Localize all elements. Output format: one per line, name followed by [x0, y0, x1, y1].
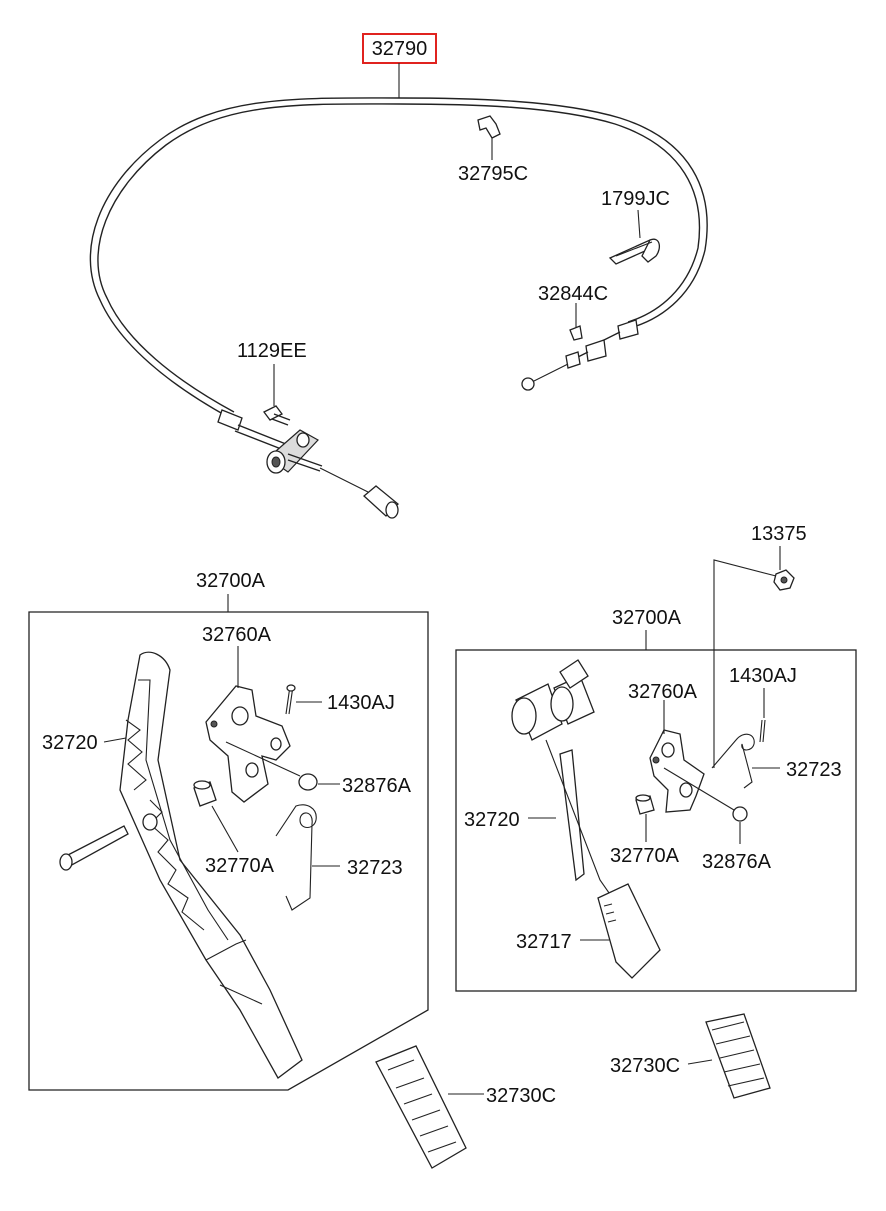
- pedal-arm-left[interactable]: [119, 651, 303, 1079]
- pin-right[interactable]: [759, 719, 766, 743]
- tie-band[interactable]: [608, 238, 661, 265]
- label-bolt[interactable]: 1129EE: [237, 340, 307, 362]
- spring-right[interactable]: [711, 733, 755, 789]
- label-arm-right[interactable]: 32720: [464, 809, 520, 831]
- cable-clip-small[interactable]: [569, 325, 583, 341]
- label-pad-cover[interactable]: 32717: [516, 931, 572, 953]
- label-tie-band[interactable]: 1799JC: [601, 188, 670, 210]
- pin-left[interactable]: [285, 684, 296, 715]
- label-cable-clip[interactable]: 32795C: [458, 163, 528, 185]
- label-bushing-left[interactable]: 32876A: [342, 775, 412, 797]
- label-pin-right[interactable]: 1430AJ: [729, 665, 797, 687]
- pedal-arm-right[interactable]: [511, 659, 615, 901]
- label-assy-left[interactable]: 32700A: [196, 570, 266, 592]
- label-spring-right[interactable]: 32723: [786, 759, 842, 781]
- pedal-pad-left[interactable]: [375, 1045, 467, 1169]
- stopper-right[interactable]: [635, 794, 655, 815]
- label-cable[interactable]: 32790: [372, 38, 428, 60]
- bushing-right[interactable]: [732, 806, 748, 822]
- spring-left[interactable]: [275, 804, 317, 911]
- label-pad-right[interactable]: 32730C: [610, 1055, 680, 1077]
- assy-right-frame: [455, 649, 857, 992]
- bracket-right[interactable]: [649, 729, 705, 813]
- bushing-left[interactable]: [298, 773, 318, 791]
- label-assy-right[interactable]: 32700A: [612, 607, 682, 629]
- label-cable-clip-small[interactable]: 32844C: [538, 283, 608, 305]
- label-arm-left[interactable]: 32720: [42, 732, 98, 754]
- bracket-left[interactable]: [205, 685, 291, 803]
- label-pin-left[interactable]: 1430AJ: [327, 692, 395, 714]
- nut[interactable]: [773, 569, 795, 591]
- label-stopper-left[interactable]: 32770A: [205, 855, 275, 877]
- label-bushing-right[interactable]: 32876A: [702, 851, 772, 873]
- assy-left-frame: [28, 611, 429, 1091]
- accelerator-cable[interactable]: [89, 97, 708, 519]
- pad-cover[interactable]: [597, 883, 661, 979]
- bolt[interactable]: [263, 405, 291, 426]
- pedal-pad-right[interactable]: [705, 1013, 771, 1099]
- stopper-left[interactable]: [193, 780, 217, 807]
- shaft-pin-left: [59, 825, 129, 871]
- label-nut[interactable]: 13375: [751, 523, 807, 545]
- label-spring-left[interactable]: 32723: [347, 857, 403, 879]
- label-pad-left[interactable]: 32730C: [486, 1085, 556, 1107]
- cable-clip[interactable]: [477, 115, 501, 139]
- label-stopper-right[interactable]: 32770A: [610, 845, 680, 867]
- label-bracket-right[interactable]: 32760A: [628, 681, 698, 703]
- label-bracket-left[interactable]: 32760A: [202, 624, 272, 646]
